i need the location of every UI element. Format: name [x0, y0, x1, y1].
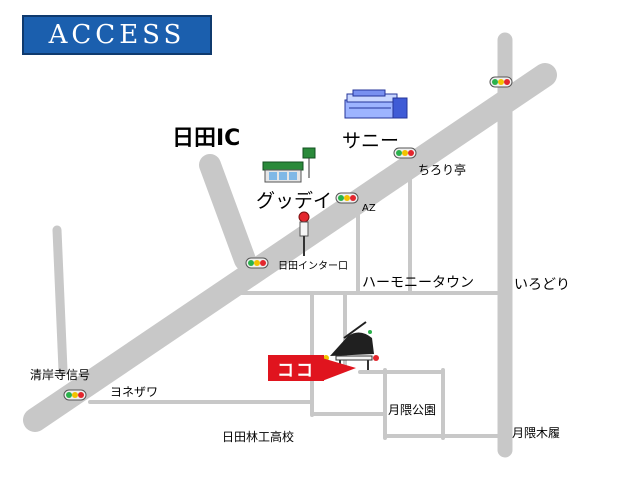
- label-hita-rinko: 日田林工高校: [222, 430, 295, 444]
- traffic-signal-icon: [393, 147, 417, 159]
- destination-marker: ココ: [268, 355, 324, 381]
- label-seiganji: 清岸寺信号: [30, 368, 91, 382]
- label-goodday: グッデイ: [256, 190, 333, 212]
- traffic-signal-icon: [335, 192, 359, 204]
- traffic-signal-icon: [63, 389, 87, 401]
- supermarket-icon: [344, 89, 408, 119]
- grand-piano-icon: [323, 321, 379, 370]
- label-irodori: いろどり: [514, 277, 570, 293]
- label-hita-ic: 日田IC: [172, 126, 241, 151]
- roads: [23, 32, 557, 458]
- label-az: AZ: [362, 203, 376, 214]
- ic-ramp: [199, 154, 256, 271]
- main-highway: [23, 63, 557, 432]
- left-vertical-road: [52, 225, 68, 375]
- access-title: ACCESS: [48, 20, 186, 50]
- label-hita-inter: 日田インター口: [278, 261, 348, 272]
- label-tsukikuma-kitsuregawa: 月隈木履: [512, 426, 561, 440]
- store-icon: [262, 147, 316, 183]
- label-chiroritei: ちろり亭: [418, 163, 467, 177]
- label-harmony-town: ハーモニータウン: [362, 275, 474, 291]
- destination-marker-label: ココ: [277, 360, 315, 381]
- bus-stop-icon: [298, 211, 310, 256]
- traffic-signal-icon: [489, 76, 513, 88]
- traffic-signal-icon: [245, 257, 269, 269]
- label-tsukikuma-park: 月隈公園: [388, 403, 437, 417]
- label-yonezawa: ヨネザワ: [110, 385, 159, 399]
- label-sunny: サニー: [342, 130, 400, 152]
- marker-arrow: [322, 358, 356, 381]
- access-title-box: ACCESS: [22, 15, 212, 55]
